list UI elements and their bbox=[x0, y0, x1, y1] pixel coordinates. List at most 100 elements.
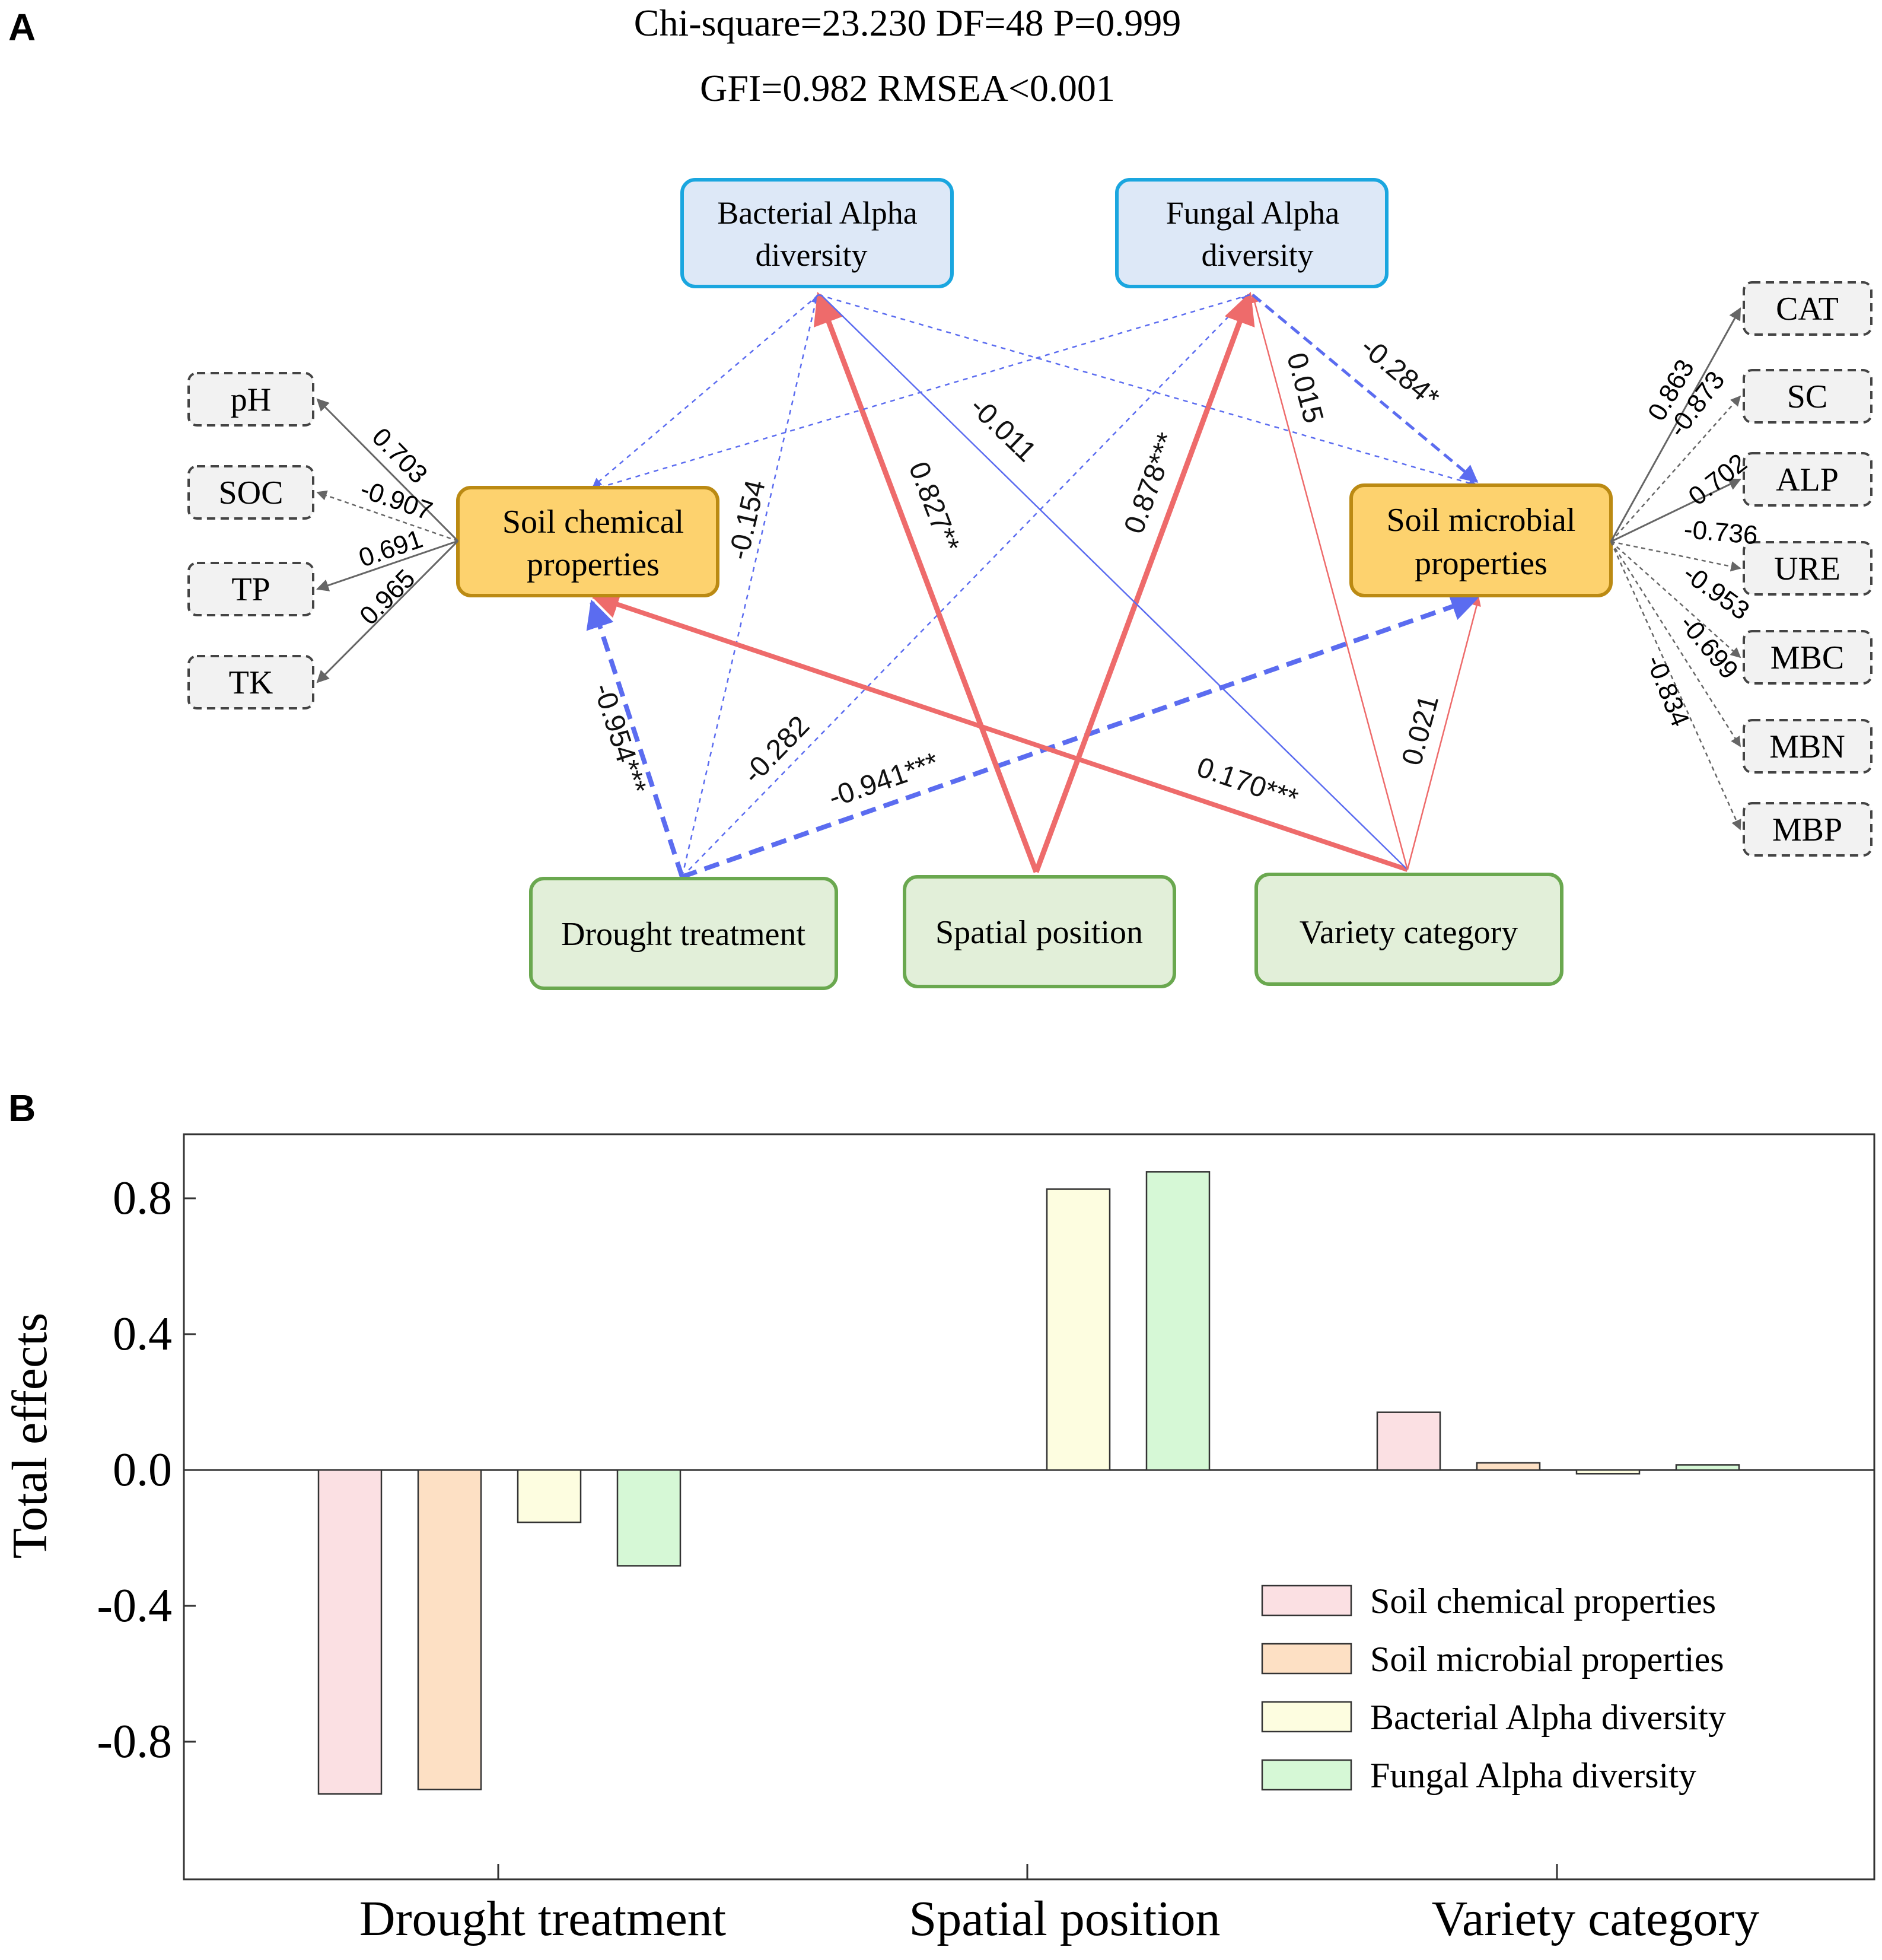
label-fungal-soilmicro: -0.284* bbox=[1355, 331, 1445, 414]
loading-label-soc: -0.907 bbox=[356, 475, 436, 526]
node-soil-chemical: Soil chemical properties bbox=[456, 486, 719, 597]
node-bacterial-alpha: Bacterial Alpha diversity bbox=[680, 178, 954, 288]
legend-label: Fungal Alpha diversity bbox=[1370, 1756, 1696, 1795]
loading-arrow-mbp bbox=[1610, 541, 1741, 831]
indicator-box-cat bbox=[1743, 281, 1873, 336]
bar-bacterial-alpha-diversity-variety-category bbox=[1575, 1469, 1641, 1475]
panel-a-label: A bbox=[8, 6, 36, 49]
indicator-box-tk bbox=[187, 655, 314, 709]
path-drought-soilmicro bbox=[681, 593, 1480, 879]
y-tick-label: 0.0 bbox=[113, 1444, 172, 1496]
loading-label-mbp: -0.834 bbox=[1640, 651, 1695, 731]
path-fungal-soilchem bbox=[592, 294, 1250, 492]
loading-arrow-mbc bbox=[1610, 541, 1741, 658]
indicator-box-tp bbox=[187, 562, 314, 616]
y-tick-label: -0.8 bbox=[97, 1716, 172, 1768]
indicator-name-cat: CAT bbox=[1776, 291, 1839, 327]
indicator-name-sc: SC bbox=[1787, 378, 1828, 415]
node-soilmicro-line2: properties bbox=[1415, 545, 1547, 582]
path-bacterial-soilchem bbox=[592, 294, 819, 487]
y-axis-ticks: 0.80.40.0-0.4-0.8 bbox=[97, 1172, 196, 1768]
loading-arrow-ure bbox=[1610, 540, 1741, 572]
node-variety-label: Variety category bbox=[1300, 914, 1518, 951]
bars-group bbox=[317, 1171, 1740, 1795]
bar-soil-microbial-properties-variety-category bbox=[1476, 1462, 1541, 1471]
loading-arrow-tp bbox=[316, 540, 458, 591]
panel-a: A Chi-square=23.230 DF=48 P=0.999 GFI=0.… bbox=[8, 2, 1873, 990]
path-variety-soilchem bbox=[590, 590, 1409, 872]
indicator-name-mbn: MBN bbox=[1769, 728, 1845, 765]
x-tick-label: Spatial position bbox=[909, 1891, 1221, 1946]
indicator-name-mbp: MBP bbox=[1772, 812, 1842, 848]
label-variety-fungal: 0.015 bbox=[1281, 349, 1329, 427]
panel-b-label: B bbox=[8, 1087, 36, 1129]
path-spatial-fungal bbox=[1033, 291, 1255, 873]
indicator-box-sc bbox=[1743, 369, 1873, 424]
label-drought-soilchem: -0.954*** bbox=[587, 680, 652, 798]
node-drought-label: Drought treatment bbox=[561, 916, 806, 953]
loading-arrow-sc bbox=[1610, 395, 1741, 542]
indicator-box-soc bbox=[187, 465, 314, 520]
indicator-name-tp: TP bbox=[231, 571, 270, 608]
bar-soil-microbial-properties-drought-treatment bbox=[417, 1469, 482, 1790]
bar-fungal-alpha-diversity-variety-category bbox=[1675, 1464, 1740, 1471]
legend-swatch bbox=[1261, 1759, 1352, 1791]
indicator-box-ure bbox=[1743, 541, 1873, 596]
indicator-name-mbc: MBC bbox=[1770, 639, 1845, 676]
node-soilmicro-line1: Soil microbial bbox=[1387, 502, 1576, 539]
label-drought-bacterial: -0.154 bbox=[723, 477, 772, 563]
bar-fungal-alpha-diversity-drought-treatment bbox=[616, 1469, 682, 1567]
indicator-box-ph bbox=[187, 372, 314, 427]
node-bacterial-line1: Bacterial Alpha bbox=[717, 195, 917, 231]
bar-bacterial-alpha-diversity-drought-treatment bbox=[517, 1469, 582, 1523]
node-bacterial-line2: diversity bbox=[756, 237, 868, 273]
indicator-box-mbp bbox=[1743, 802, 1873, 857]
loading-arrow-tk bbox=[316, 540, 459, 683]
loading-label-ure: -0.736 bbox=[1683, 515, 1759, 551]
indicator-name-alp: ALP bbox=[1776, 462, 1839, 498]
bar-bacterial-alpha-diversity-spatial-position bbox=[1046, 1188, 1111, 1471]
path-spatial-bacterial bbox=[813, 291, 1039, 873]
panel-b: B Total effects 0.80.40.0-0.4-0.8 Drough… bbox=[2, 1087, 1875, 1946]
path-drought-fungal bbox=[682, 294, 1251, 877]
legend-swatch bbox=[1261, 1584, 1352, 1617]
sem-paths bbox=[586, 291, 1481, 879]
loading-arrow-cat bbox=[1610, 307, 1741, 542]
node-spatial-position: Spatial position bbox=[903, 875, 1176, 988]
legend-label: Soil chemical properties bbox=[1370, 1582, 1716, 1621]
loading-arrow-alp bbox=[1610, 478, 1741, 543]
node-fungal-line2: diversity bbox=[1202, 237, 1314, 273]
bar-fungal-alpha-diversity-spatial-position bbox=[1145, 1171, 1211, 1471]
node-soilchem-line1: Soil chemical bbox=[502, 504, 684, 540]
node-fungal-alpha: Fungal Alpha diversity bbox=[1115, 178, 1389, 288]
x-tick-label: Drought treatment bbox=[359, 1891, 726, 1946]
y-tick-label: 0.4 bbox=[113, 1308, 172, 1360]
path-drought-bacterial bbox=[681, 294, 820, 877]
path-drought-soilchem bbox=[586, 599, 684, 878]
label-variety-bacterial: -0.011 bbox=[964, 391, 1042, 468]
y-axis-title: Total effects bbox=[2, 1313, 58, 1559]
loading-arrow-ph bbox=[316, 398, 459, 542]
path-variety-soilmicro bbox=[1406, 597, 1481, 870]
node-soil-microbial: Soil microbial properties bbox=[1349, 483, 1613, 597]
label-drought-fungal: -0.282 bbox=[737, 710, 816, 790]
indicator-name-tk: TK bbox=[229, 664, 273, 701]
path-variety-fungal bbox=[1250, 294, 1409, 870]
indicator-box-mbn bbox=[1743, 719, 1873, 774]
path-bacterial-soilmicro bbox=[818, 294, 1478, 488]
legend-swatch bbox=[1261, 1643, 1352, 1675]
indicator-box-alp bbox=[1743, 452, 1873, 507]
plot-frame bbox=[183, 1133, 1875, 1881]
loading-label-tp: 0.691 bbox=[355, 524, 426, 573]
legend-label: Soil microbial properties bbox=[1370, 1640, 1724, 1679]
indicator-name-soc: SOC bbox=[219, 475, 284, 511]
loading-arrow-soc bbox=[316, 490, 458, 542]
bar-soil-chemical-properties-variety-category bbox=[1376, 1411, 1441, 1471]
node-drought-treatment: Drought treatment bbox=[529, 877, 838, 990]
node-spatial-label: Spatial position bbox=[935, 914, 1143, 951]
y-tick-label: 0.8 bbox=[113, 1172, 172, 1224]
indicator-name-ph: pH bbox=[231, 381, 271, 418]
